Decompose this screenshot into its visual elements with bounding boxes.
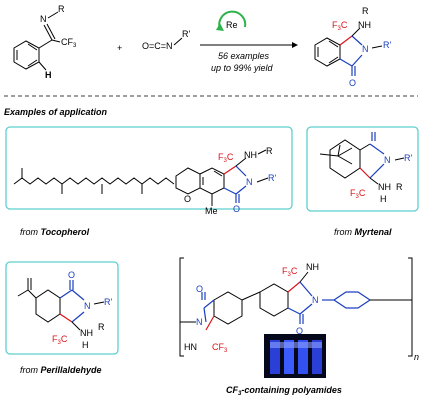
perilla-f3c: F3C (52, 334, 68, 346)
product-r-prime: R' (383, 40, 391, 50)
poly-o-left: O (196, 284, 203, 294)
reactant-imine: N R CF3 H (13, 4, 77, 80)
isocyanate-label: O=C=N (142, 41, 173, 51)
product-o: O (349, 78, 356, 88)
product-isoindolinone: F3C NH R N R' O (314, 6, 391, 88)
tocopherol-me: Me (205, 206, 218, 216)
imine-n-label: N (40, 14, 47, 24)
myrtenal-r-prime: R' (404, 153, 412, 163)
polyamide-structure: n F3C NH N O O N HN CF3 (179, 257, 419, 362)
product-n: N (362, 44, 369, 54)
caption-perillaldehyde: from Perillaldehyde (20, 365, 102, 375)
poly-hn: HN (184, 342, 197, 352)
caption-polyamides: CF3-containing polyamides (226, 385, 342, 397)
catalyst-label: Re (226, 20, 238, 30)
imine-h-label: H (45, 70, 52, 80)
isocyanate-r-prime: R' (182, 29, 190, 39)
imine-cf3-label: CF3 (61, 37, 77, 49)
section-title: Examples of application (4, 107, 108, 117)
plus-sign: + (117, 43, 122, 53)
poly-f3c: F3C (282, 266, 298, 278)
tocopherol-nh: NH (244, 150, 257, 160)
myrtenal-h: H (380, 194, 387, 204)
tocopherol-box (5, 126, 293, 210)
product-nh: NH (358, 20, 371, 30)
caption-myrtenal: from Myrtenal (334, 227, 392, 237)
perilla-n: N (84, 301, 91, 311)
tocopherol-r: R (266, 146, 273, 156)
tocopherol-o: O (184, 194, 191, 204)
tocopherol-n: N (246, 177, 253, 187)
poly-nh: NH (306, 262, 319, 272)
myrtenal-n: N (384, 155, 391, 165)
reaction-arrow-group: Re 56 examples up to 99% yield (200, 10, 298, 73)
tocopherol-structure: O Me F3C NH R N R' O (13, 146, 276, 216)
perilla-o: O (68, 270, 75, 280)
myrtenal-nh: NH (378, 182, 391, 192)
perillaldehyde-structure: O N R' NH R H F3C (17, 270, 112, 350)
perilla-r-prime: R' (104, 297, 112, 307)
perilla-h: H (82, 340, 89, 350)
catalyst-cycle-icon (218, 10, 247, 30)
conditions-line1: 56 examples (218, 51, 270, 61)
reactant-isocyanate: O=C=N R' (142, 29, 190, 51)
myrtenal-structure: N R' NH R H F3C (319, 132, 412, 204)
myrtenal-r: R (396, 182, 403, 192)
product-f3c: F3C (332, 20, 348, 32)
imine-r-label: R (58, 4, 65, 14)
tocopherol-r-prime: R' (268, 173, 276, 183)
poly-n-left: N (196, 317, 203, 327)
fluorescent-vials-photo (264, 334, 326, 378)
tocopherol-f3c: F3C (218, 152, 234, 164)
caption-tocopherol: from Tocopherol (20, 227, 90, 237)
poly-o-right: O (296, 326, 303, 336)
perilla-nh: NH (80, 328, 93, 338)
perilla-r: R (98, 322, 105, 332)
poly-n-right: N (312, 295, 319, 305)
perillaldehyde-box (5, 261, 119, 355)
polyamide-n-subscript: n (414, 352, 419, 362)
product-r: R (362, 6, 369, 16)
myrtenal-box (306, 126, 419, 212)
tocopherol-o2: O (233, 204, 240, 214)
poly-cf3: CF3 (212, 342, 228, 354)
conditions-line2: up to 99% yield (211, 63, 274, 73)
myrtenal-f3c: F3C (350, 188, 366, 200)
